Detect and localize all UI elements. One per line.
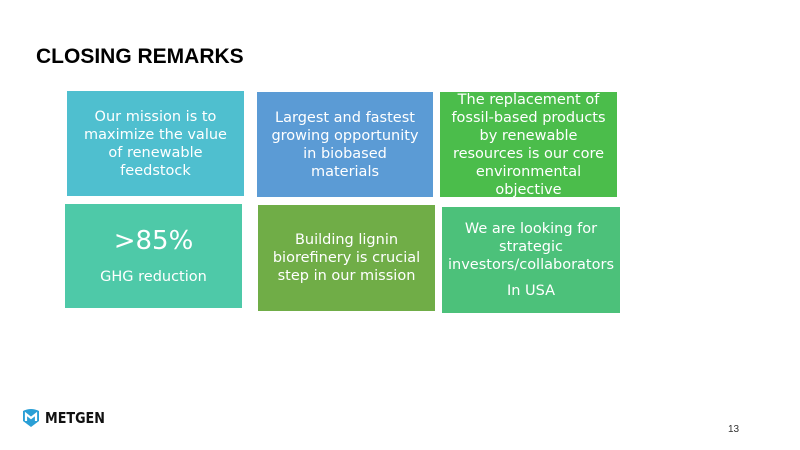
box-text: Our mission is to maximize the value of … bbox=[84, 108, 227, 179]
logo-text: METGEN bbox=[45, 409, 105, 427]
mission-box: Our mission is to maximize the value of … bbox=[67, 91, 244, 196]
box-text: We are looking for strategic investors/c… bbox=[447, 221, 614, 273]
investors-box: We are looking for strategic investors/c… bbox=[442, 207, 620, 313]
page-number: 13 bbox=[728, 424, 740, 435]
ghg-value: >85% bbox=[113, 226, 194, 256]
opportunity-box: Largest and fastest growing opportunity … bbox=[257, 92, 433, 197]
metgen-logo-icon bbox=[23, 409, 39, 427]
metgen-logo: METGEN bbox=[20, 408, 116, 428]
box-text: Largest and fastest growing opportunity … bbox=[271, 109, 419, 180]
box-subtext: In USA bbox=[506, 283, 556, 299]
box-text: Building lignin biorefinery is crucial s… bbox=[272, 232, 421, 284]
lignin-biorefinery-box: Building lignin biorefinery is crucial s… bbox=[258, 205, 435, 311]
slide-title: CLOSING REMARKS bbox=[36, 45, 244, 68]
ghg-reduction-box: >85% GHG reduction bbox=[65, 204, 242, 308]
box-text: The replacement of fossil-based products… bbox=[451, 91, 606, 198]
ghg-label: GHG reduction bbox=[100, 269, 207, 285]
environmental-objective-box: The replacement of fossil-based products… bbox=[440, 91, 617, 198]
